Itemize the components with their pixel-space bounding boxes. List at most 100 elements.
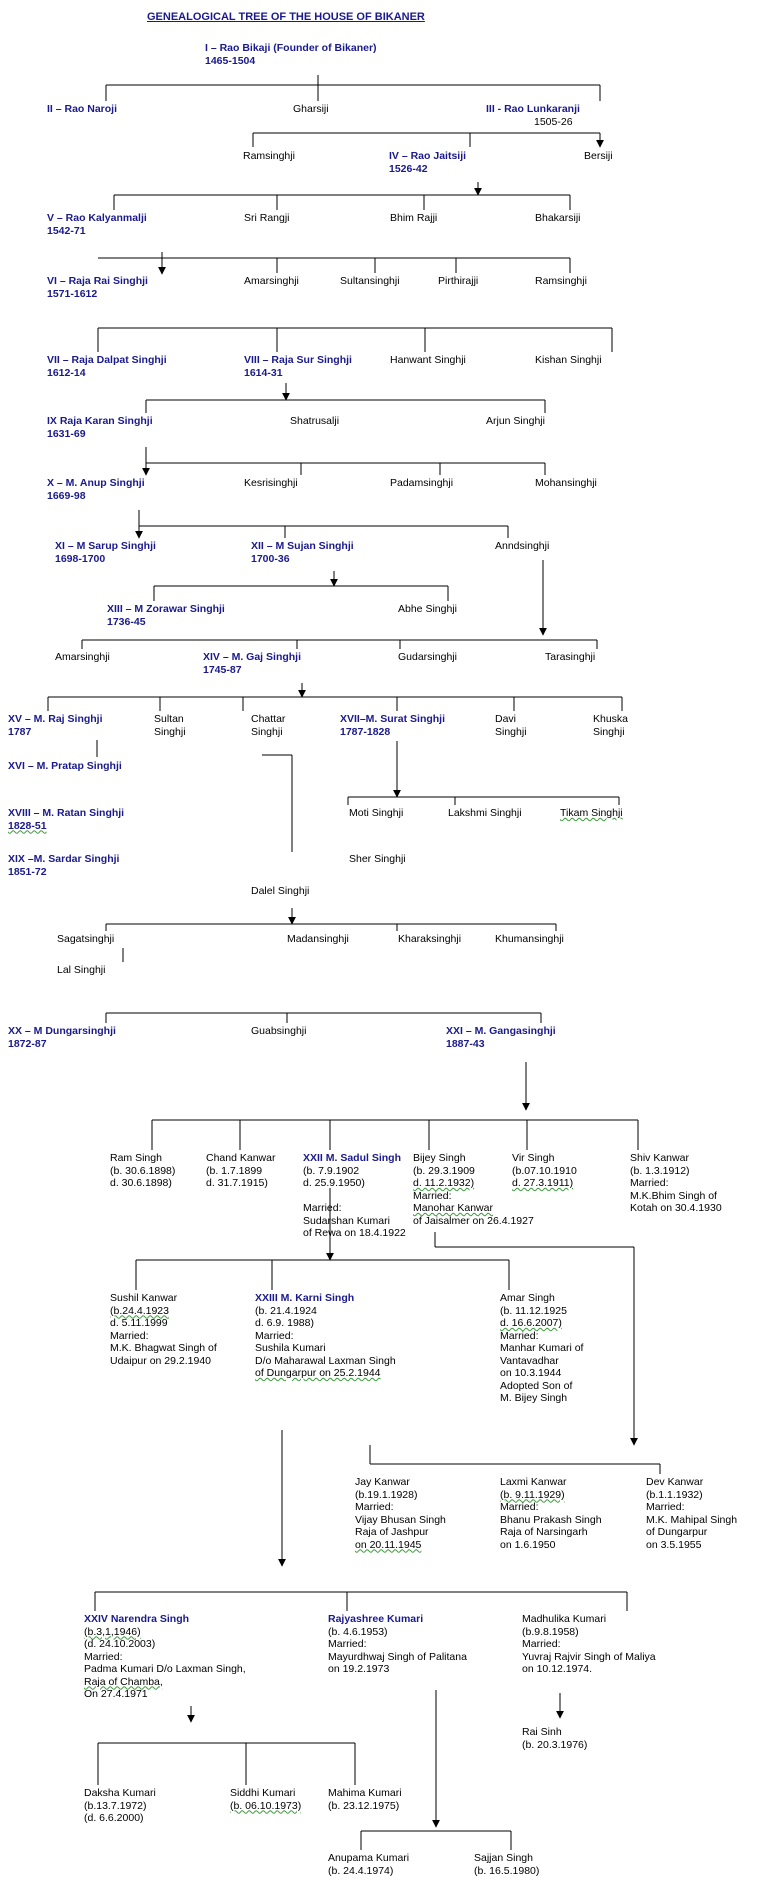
person-line: (b. 16.5.1980)	[474, 1864, 540, 1877]
person-line: (b. 24.4.1974)	[328, 1864, 394, 1877]
person-line: on 1.6.1950	[500, 1538, 556, 1551]
person-hanwant-singhji: Hanwant Singhji	[390, 354, 466, 367]
person-line: of Rewa on 18.4.1922	[303, 1227, 406, 1239]
person-line: Amarsinghji	[244, 275, 299, 287]
person-tarasinghji: Tarasinghji	[545, 651, 595, 664]
person-lakshmi-singhji: Lakshmi Singhji	[448, 807, 522, 820]
person-line: Amar Singh	[500, 1292, 555, 1304]
person-line: of Jaisalmer on 26.4.1927	[413, 1214, 534, 1227]
person-line: 1736-45	[107, 615, 146, 628]
person-line: (b. 9.11.1929)	[500, 1488, 565, 1501]
person-line: 1571-1612	[47, 287, 98, 300]
person-lunkaranji-years: 1505-26	[534, 116, 573, 129]
person-rajyashree-kumari: Rajyashree Kumari(b. 4.6.1953)Married:Ma…	[328, 1613, 467, 1676]
person-moti-singhji: Moti Singhji	[349, 807, 403, 820]
person-line: Anndsinghji	[495, 540, 550, 552]
person-line: Udaipur on 29.2.1940	[110, 1354, 211, 1367]
person-line: Married:	[500, 1501, 539, 1513]
person-pirthirajji: Pirthirajji	[438, 275, 478, 288]
person-line: Guabsinghji	[251, 1025, 307, 1037]
person-line: (b. 4.6.1953)	[328, 1625, 388, 1638]
person-amarsinghji-1: Amarsinghji	[244, 275, 299, 288]
person-line: (b.19.1.1928)	[355, 1488, 418, 1501]
person-line: Singhji	[154, 725, 186, 738]
person-line: 1698-1700	[55, 552, 106, 565]
person-line: III - Rao Lunkaranji	[486, 103, 580, 115]
person-ramsinghji-2: Ramsinghji	[535, 275, 587, 288]
person-line: Chattar	[251, 713, 286, 725]
person-line: Mohansinghji	[535, 477, 597, 489]
person-line: 1787-1828	[340, 725, 391, 738]
person-line: Married:	[646, 1501, 685, 1513]
person-line: d. 25.9.1950)	[303, 1177, 365, 1189]
person-line: Kishan Singhji	[535, 354, 602, 366]
person-line: 1872-87	[8, 1037, 47, 1050]
person-line: (b.24.4.1923	[110, 1304, 169, 1317]
person-line: (b.1.1.1932)	[646, 1488, 703, 1501]
person-line: (b. 20.3.1976)	[522, 1738, 588, 1751]
person-line: d. 11.2.1932)	[413, 1177, 475, 1189]
person-ramsinghji-1: Ramsinghji	[243, 150, 295, 163]
person-line: XI – M Sarup Singhji	[55, 540, 156, 552]
person-line: Khuska	[593, 713, 629, 725]
person-sajjan-singh: Sajjan Singh(b. 16.5.1980)	[474, 1852, 539, 1877]
person-line: Singhji	[593, 725, 625, 738]
person-line: of Dungarpur on 25.2.1944	[255, 1367, 381, 1379]
person-line: (b. 29.3.1909	[413, 1164, 475, 1177]
person-line: Arjun Singhji	[486, 415, 545, 427]
person-line: Hanwant Singhji	[390, 354, 466, 366]
person-line: On 27.4.1971	[84, 1688, 148, 1700]
person-line: (b. 06.10.1973)	[230, 1799, 302, 1812]
person-ram-singh: Ram Singh(b. 30.6.1898)d. 30.6.1898)	[110, 1152, 175, 1190]
person-line: d. 30.6.1898)	[110, 1177, 172, 1189]
person-line: Ramsinghji	[243, 150, 295, 162]
person-line: (b.07.10.1910	[512, 1164, 577, 1177]
person-line: Dev Kanwar	[646, 1476, 704, 1488]
person-line: (b. 1.7.1899	[206, 1164, 263, 1177]
person-line: X – M. Anup Singhji	[47, 477, 145, 489]
person-line: 1700-36	[251, 552, 290, 565]
person-line: Kesrisinghji	[244, 477, 298, 489]
person-line: Manhar Kumari of	[500, 1342, 584, 1354]
person-line	[303, 1190, 406, 1203]
person-line: Lakshmi Singhji	[448, 807, 522, 819]
person-laxmi-kanwar: Laxmi Kanwar(b. 9.11.1929)Married:Bhanu …	[500, 1476, 602, 1551]
person-lal-singhji: Lal Singhji	[57, 964, 105, 977]
person-line: Married:	[630, 1177, 669, 1189]
person-lunkaranji: III - Rao Lunkaranji	[486, 103, 580, 116]
person-mohansinghji: Mohansinghji	[535, 477, 597, 490]
person-line: XII – M Sujan Singhji	[251, 540, 354, 552]
person-line: Rajyashree Kumari	[328, 1613, 424, 1625]
person-kharaksinghji: Kharaksinghji	[398, 933, 461, 946]
person-line: Bhim Rajji	[390, 212, 438, 224]
person-line: 1851-72	[8, 865, 47, 878]
person-line: Singhji	[251, 725, 283, 738]
person-rai-sinh: Rai Sinh(b. 20.3.1976)	[522, 1726, 587, 1751]
person-line: 1465-1504	[205, 54, 256, 67]
person-line: Lal Singhji	[57, 964, 106, 976]
person-line: Sultansinghji	[340, 275, 400, 287]
person-line: Sagatsinghji	[57, 933, 115, 945]
person-tikam-singhji: Tikam Singhji	[560, 807, 623, 820]
person-line: XIX –M. Sardar Singhji	[8, 853, 120, 865]
person-amarsinghji-2: Amarsinghji	[55, 651, 110, 664]
person-line: Padamsinghji	[390, 477, 454, 489]
person-line: Sajjan Singh	[474, 1852, 533, 1864]
person-line: Adopted Son of	[500, 1379, 573, 1392]
person-line: 1542-71	[47, 224, 86, 237]
person-line: Kharaksinghji	[398, 933, 462, 945]
person-line: on 19.2.1973	[328, 1663, 390, 1675]
person-line: Bhanu Prakash Singh	[500, 1513, 602, 1526]
person-line: on 10.12.1974.	[522, 1663, 593, 1675]
person-line: Padma Kumari D/o Laxman Singh,	[84, 1663, 246, 1675]
